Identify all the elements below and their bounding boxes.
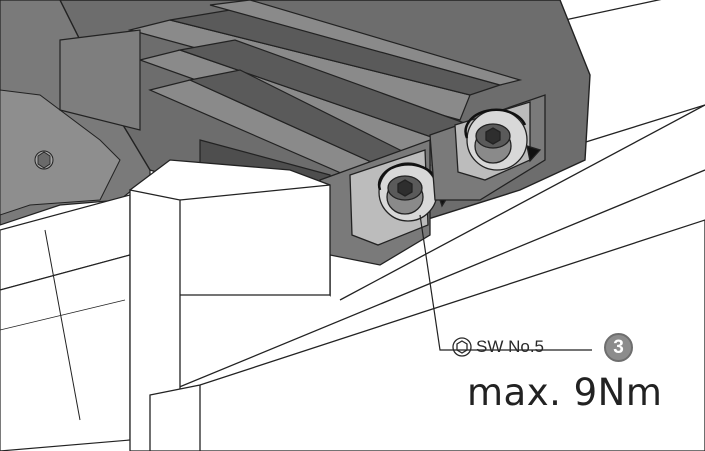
wrench-size-text: SW No.5: [476, 337, 545, 356]
white-block-front: [129, 159, 331, 451]
torque-value-label: max. 9Nm: [467, 371, 663, 414]
white-block-rear: [149, 219, 705, 451]
callout-leader-line: [419, 214, 592, 351]
hex-socket-icon: [452, 337, 472, 357]
wrench-size-label: SW No.5: [452, 337, 544, 357]
terminal-block-rear: [429, 94, 546, 201]
step-number-badge: 3: [604, 333, 633, 362]
terminal-housing: [59, 0, 591, 297]
